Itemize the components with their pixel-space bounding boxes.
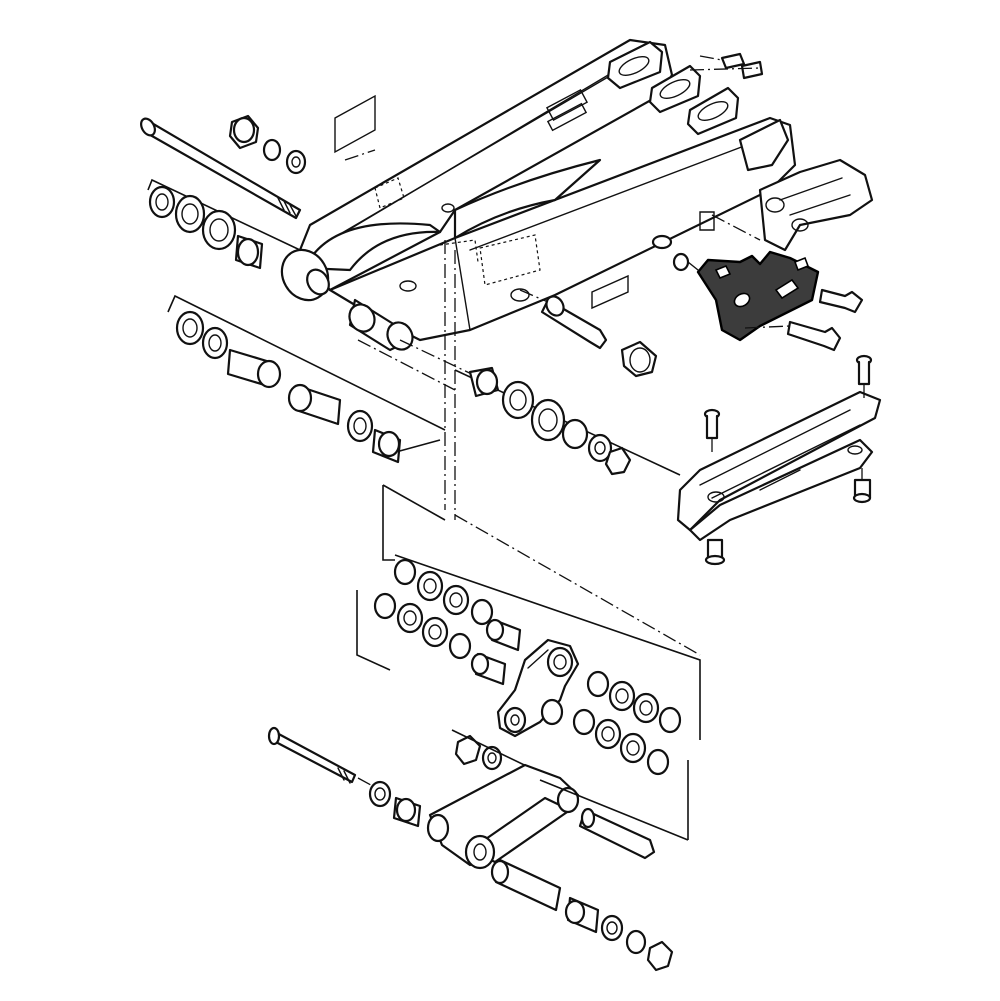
rocker-bearings-right bbox=[574, 672, 680, 774]
chain-guide-bracket bbox=[653, 160, 872, 250]
chain-guide bbox=[698, 252, 818, 340]
chain-guide-bolts bbox=[674, 254, 862, 350]
linkage-bearing-group-left bbox=[168, 296, 445, 462]
connecting-rod bbox=[428, 765, 578, 868]
pivot-bearing-set bbox=[148, 180, 300, 268]
pivot-shaft bbox=[138, 116, 300, 218]
swingarm-bolt bbox=[520, 290, 656, 376]
swingarm bbox=[273, 40, 795, 354]
chain-adjuster-set bbox=[608, 42, 762, 134]
connecting-rod-bushings bbox=[370, 780, 688, 970]
linkage-bearing-group-center bbox=[400, 340, 680, 475]
part-reference-tags bbox=[335, 96, 628, 308]
pivot-collars-upper bbox=[230, 116, 305, 173]
connecting-rod-bolt bbox=[269, 728, 380, 790]
rocker-arm bbox=[498, 640, 578, 736]
rocker-bearing-group bbox=[357, 555, 700, 840]
chain-slider bbox=[678, 356, 880, 564]
assembly-leader-lines bbox=[358, 240, 700, 655]
